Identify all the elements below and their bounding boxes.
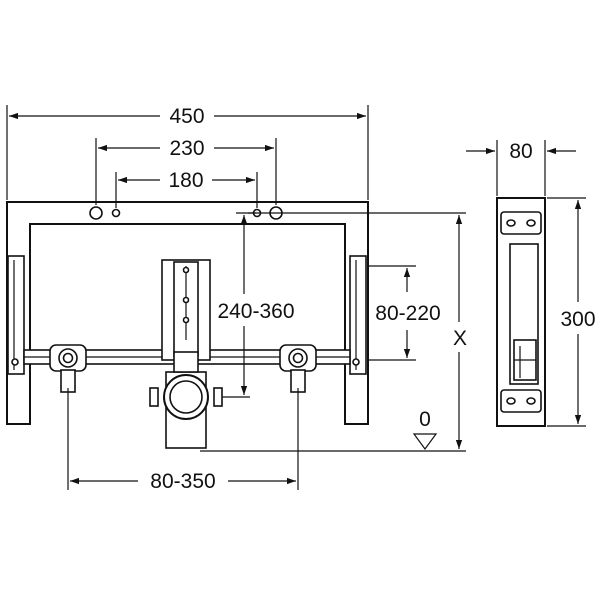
side-bracket-detail [514, 346, 536, 378]
floor-level-triangle-icon [412, 433, 438, 451]
outer-hole-left [89, 206, 103, 220]
side-bottom-slot-left [506, 397, 516, 405]
bracket-screw-low [182, 316, 190, 324]
left-rail-screw [11, 358, 19, 366]
dim-80-350-label: 80-350 [150, 470, 215, 493]
right-water-fitting [279, 344, 317, 393]
side-top-clip [500, 211, 542, 235]
floor-zero-label: 0 [419, 408, 431, 431]
side-bottom-slot-right [526, 397, 536, 405]
clamp-left-ear [149, 387, 159, 407]
bracket-screw-mid [182, 296, 190, 304]
dim-450-label: 450 [169, 105, 204, 128]
pipe-opening [169, 380, 203, 414]
right-rail-screw [352, 358, 360, 366]
dim-180-label: 180 [168, 169, 203, 192]
side-dimensions: 80 300 [466, 140, 596, 427]
left-water-fitting [49, 344, 87, 393]
front-dimensions: 450 230 180 240-360 80-220 X 0 [6, 105, 467, 493]
left-side-rail [7, 255, 25, 375]
side-bottom-clip [500, 389, 542, 413]
left-fitting-bore [62, 352, 74, 364]
dim-x-label: X [453, 327, 467, 350]
frame-outline [6, 201, 369, 425]
side-view [496, 197, 546, 427]
front-frame [6, 201, 369, 449]
pipe-clamp-block [173, 351, 199, 373]
dim-230-label: 230 [169, 137, 204, 160]
dim-80-220-label: 80-220 [375, 302, 440, 325]
right-fitting-bore [292, 352, 304, 364]
dim-80-label: 80 [509, 140, 532, 163]
dim-300-label: 300 [560, 308, 595, 331]
bracket-screw-top [182, 266, 190, 274]
clamp-right-ear [213, 387, 223, 407]
dim-240-360-label: 240-360 [217, 300, 294, 323]
side-top-slot-right [526, 219, 536, 227]
side-top-slot-left [506, 219, 516, 227]
inner-hole-left [111, 208, 121, 218]
right-side-rail [349, 255, 367, 375]
